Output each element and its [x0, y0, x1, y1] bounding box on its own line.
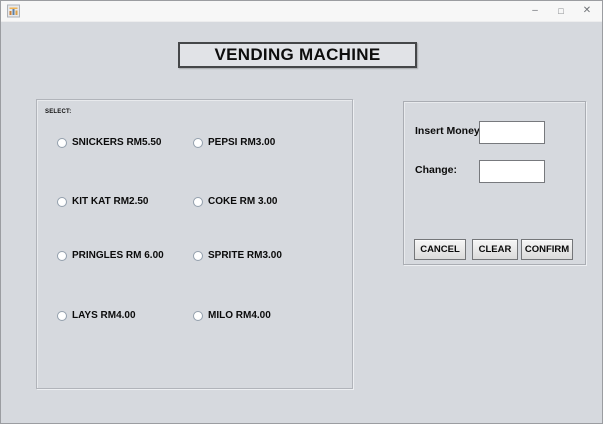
titlebar: – □ ✕ [1, 1, 602, 22]
option-label[interactable]: MILO RM4.00 [208, 310, 271, 321]
cancel-button[interactable]: CANCEL [414, 239, 466, 260]
confirm-button[interactable]: CONFIRM [521, 239, 573, 260]
radio-icon[interactable] [57, 137, 67, 148]
radio-option-sprite[interactable]: SPRITE RM3.00 [193, 249, 282, 262]
radio-option-pringles[interactable]: PRINGLES RM 6.00 [57, 249, 164, 262]
radio-icon[interactable] [193, 196, 203, 207]
option-label[interactable]: SNICKERS RM5.50 [72, 137, 162, 148]
select-label: SELECT: [45, 109, 72, 115]
radio-option-milo[interactable]: MILO RM4.00 [193, 309, 271, 322]
vending-machine-title-box: VENDING MACHINE [178, 42, 417, 68]
select-groupbox: SELECT: SNICKERS RM5.50 PEPSI RM3.00 KIT… [36, 99, 353, 389]
radio-icon[interactable] [57, 250, 67, 261]
app-window: – □ ✕ VENDING MACHINE SELECT: SNICKERS R… [0, 0, 603, 424]
app-icon [7, 4, 20, 18]
insert-money-input[interactable] [479, 121, 545, 144]
maximize-icon: □ [558, 5, 564, 16]
close-icon: ✕ [582, 5, 592, 16]
option-label[interactable]: KIT KAT RM2.50 [72, 196, 149, 207]
radio-icon[interactable] [193, 310, 203, 321]
radio-option-pepsi[interactable]: PEPSI RM3.00 [193, 136, 275, 149]
change-label: Change: [415, 164, 457, 176]
clear-button[interactable]: CLEAR [472, 239, 518, 260]
radio-icon[interactable] [57, 196, 67, 207]
change-input[interactable] [479, 160, 545, 183]
option-label[interactable]: LAYS RM4.00 [72, 310, 136, 321]
payment-panel: Insert Money: Change: CANCEL CLEAR CONFI… [403, 101, 586, 265]
option-label[interactable]: COKE RM 3.00 [208, 196, 278, 207]
radio-option-lays[interactable]: LAYS RM4.00 [57, 309, 136, 322]
option-label[interactable]: SPRITE RM3.00 [208, 250, 282, 261]
radio-icon[interactable] [57, 310, 67, 321]
option-label[interactable]: PRINGLES RM 6.00 [72, 250, 164, 261]
radio-option-snickers[interactable]: SNICKERS RM5.50 [57, 136, 161, 149]
page-title: VENDING MACHINE [214, 45, 381, 64]
radio-icon[interactable] [193, 137, 203, 148]
close-button[interactable]: ✕ [574, 1, 600, 21]
option-label[interactable]: PEPSI RM3.00 [208, 137, 276, 148]
minimize-icon: – [532, 5, 538, 16]
radio-icon[interactable] [193, 250, 203, 261]
maximize-button[interactable]: □ [548, 1, 574, 21]
minimize-button[interactable]: – [522, 1, 548, 21]
radio-option-coke[interactable]: COKE RM 3.00 [193, 195, 277, 208]
window-controls: – □ ✕ [522, 1, 600, 21]
radio-option-kitkat[interactable]: KIT KAT RM2.50 [57, 195, 149, 208]
insert-money-label: Insert Money: [415, 125, 484, 137]
